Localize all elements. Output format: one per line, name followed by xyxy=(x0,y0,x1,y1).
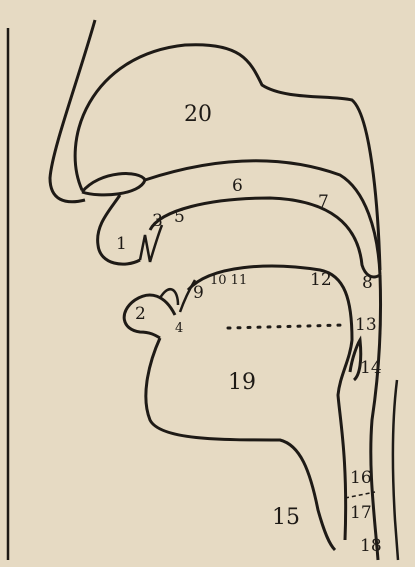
label-20: 20 xyxy=(184,104,212,126)
label-13: 13 xyxy=(355,317,377,334)
pharynx-back-wall-outer xyxy=(393,380,398,560)
lower-teeth xyxy=(160,280,195,312)
label-15: 15 xyxy=(272,507,300,529)
lower-lip-outline xyxy=(124,295,175,338)
tongue-outline xyxy=(188,266,352,540)
dashed-line-16-17 xyxy=(345,492,375,498)
label-17: 17 xyxy=(350,505,372,522)
label-16: 16 xyxy=(350,470,372,487)
label-7: 7 xyxy=(318,194,329,211)
label-12: 12 xyxy=(310,272,332,289)
label-9: 9 xyxy=(193,285,204,302)
label-6: 6 xyxy=(232,178,243,195)
nose-outline xyxy=(50,20,95,202)
label-3: 3 xyxy=(152,213,163,230)
label-1: 1 xyxy=(116,236,127,253)
dotted-line-13 xyxy=(228,325,345,328)
label-8: 8 xyxy=(362,275,373,292)
label-5: 5 xyxy=(174,209,185,226)
label-4: 4 xyxy=(175,322,183,335)
label-19: 19 xyxy=(228,372,256,394)
label-18: 18 xyxy=(360,538,382,555)
label-10-11: 10 11 xyxy=(210,274,247,287)
upper-lip-outline xyxy=(82,174,145,195)
label-2: 2 xyxy=(135,306,146,323)
label-14: 14 xyxy=(360,360,382,377)
